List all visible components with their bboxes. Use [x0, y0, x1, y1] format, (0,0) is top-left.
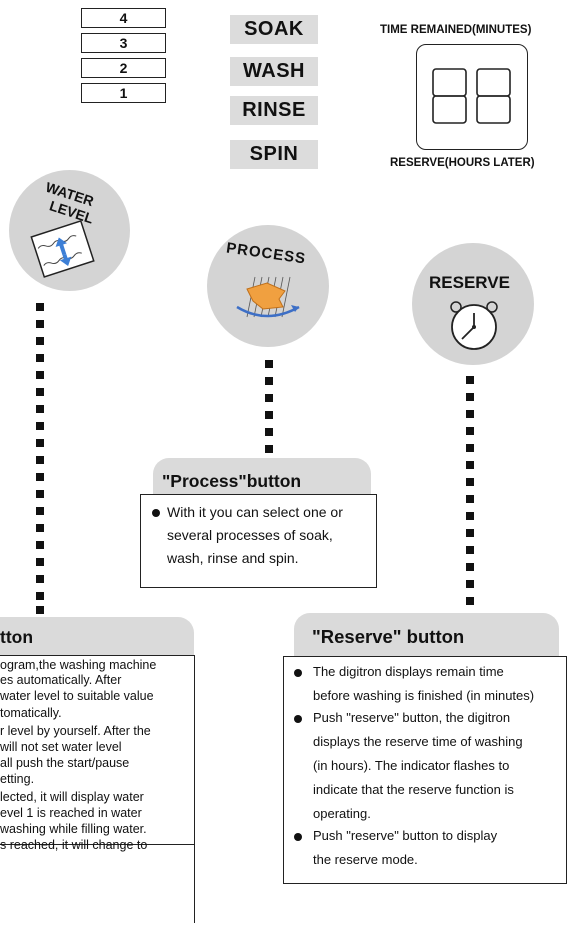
- reserve-panel-tab: [294, 613, 559, 656]
- reserve-line-2: before washing is finished (in minutes): [313, 688, 535, 703]
- water-level-icon: [30, 219, 95, 278]
- bullet-icon: [294, 833, 302, 841]
- water-level-3: 3: [81, 33, 166, 53]
- phase-wash: WASH: [230, 57, 318, 86]
- reserve-button[interactable]: RESERVE: [412, 243, 534, 365]
- water-line-8: etting.: [0, 772, 35, 786]
- digit-display: [416, 44, 528, 150]
- process-line-1: With it you can select one or: [167, 504, 343, 520]
- reserve-hours-label: RESERVE(HOURS LATER): [390, 157, 535, 169]
- process-line-3: wash, rinse and spin.: [167, 550, 299, 566]
- water-line-11: washing while filling water.: [0, 822, 147, 836]
- water-panel-title: tton: [0, 627, 34, 647]
- water-line-10: evel 1 is reached in water: [0, 806, 142, 820]
- water-line-6: will not set water level: [0, 740, 122, 754]
- alarm-clock-icon: [450, 301, 498, 350]
- water-panel-tab: [0, 617, 194, 655]
- reserve-panel-title: "Reserve" button: [312, 626, 465, 647]
- water-panel-edge: [194, 843, 195, 923]
- reserve-line-9: the reserve mode.: [313, 852, 418, 867]
- process-panel: With it you can select one or several pr…: [140, 494, 377, 588]
- reserve-line-4: displays the reserve time of washing: [313, 734, 523, 749]
- reserve-line-7: operating.: [313, 806, 371, 821]
- water-level-button[interactable]: WATER LEVEL: [9, 170, 130, 291]
- reserve-panel: The digitron displays remain time before…: [283, 656, 567, 884]
- process-panel-title: "Process"button: [162, 471, 302, 491]
- bullet-icon: [294, 715, 302, 723]
- water-panel: [0, 655, 195, 845]
- phase-rinse: RINSE: [230, 96, 318, 125]
- water-line-7: all push the start/pause: [0, 756, 130, 770]
- time-remained-label: TIME REMAINED(MINUTES): [380, 24, 532, 36]
- reserve-line-3: Push "reserve" button, the digitron: [313, 710, 511, 725]
- bullet-icon: [294, 669, 302, 677]
- water-line-9: lected, it will display water: [0, 790, 144, 804]
- reserve-line-5: (in hours). The indicator flashes to: [313, 758, 510, 773]
- water-line-2: es automatically. After: [0, 673, 122, 687]
- bullet-icon: [152, 509, 160, 517]
- water-line-12: s reached, it will change to: [0, 838, 148, 852]
- reserve-line-1: The digitron displays remain time: [313, 664, 504, 679]
- reserve-line-8: Push "reserve" button to display: [313, 828, 498, 843]
- water-line-4: tomatically.: [0, 706, 62, 720]
- water-level-2: 2: [81, 58, 166, 78]
- water-line-5: r level by yourself. After the: [0, 724, 151, 738]
- process-button[interactable]: PROCESS: [207, 225, 329, 347]
- reserve-label: RESERVE: [429, 273, 510, 292]
- process-panel-tab: [153, 458, 371, 494]
- water-level-4: 4: [81, 8, 166, 28]
- seven-segment-digits: [432, 68, 511, 124]
- water-line-3: water level to suitable value: [0, 689, 154, 703]
- water-line-1: ogram,the washing machine: [0, 658, 157, 672]
- reserve-line-6: indicate that the reserve function is: [313, 782, 514, 797]
- phase-soak: SOAK: [230, 15, 318, 44]
- process-line-2: several processes of soak,: [167, 527, 333, 543]
- phase-spin: SPIN: [230, 140, 318, 169]
- process-icon: [236, 276, 300, 318]
- water-level-1: 1: [81, 83, 166, 103]
